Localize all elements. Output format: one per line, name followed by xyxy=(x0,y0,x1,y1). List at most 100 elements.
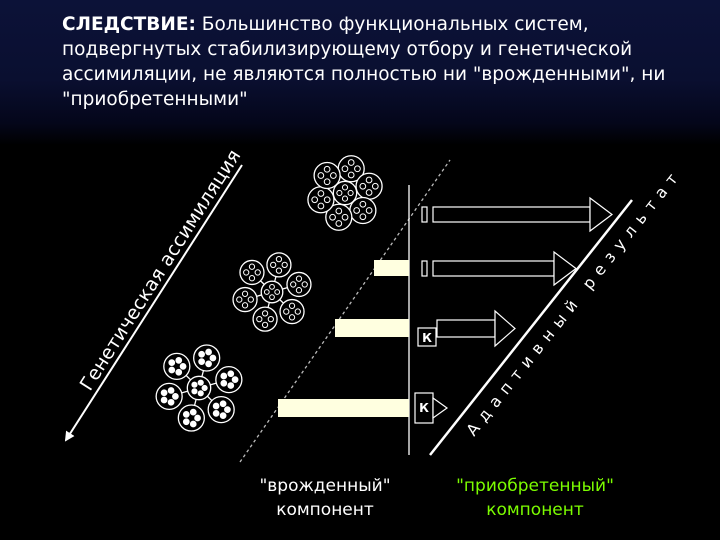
cluster-dot xyxy=(161,390,167,396)
functional-system-clusters xyxy=(156,156,382,431)
innate-component-label: "врожденный" компонент xyxy=(225,474,425,522)
cluster-dot xyxy=(168,399,174,405)
cluster-dot xyxy=(276,256,281,261)
cluster-dot xyxy=(264,290,269,295)
innate-segment-1 xyxy=(422,207,427,222)
cluster-dot xyxy=(342,166,348,172)
adaptive-result-label: Адаптивный результат xyxy=(462,164,686,439)
cluster-dot xyxy=(199,359,205,365)
cluster-dot xyxy=(169,360,175,366)
cluster-dot xyxy=(318,191,324,197)
cluster-dot xyxy=(192,382,197,387)
cluster-dot xyxy=(296,288,301,293)
cluster-dot xyxy=(173,394,179,400)
cluster-dot xyxy=(202,385,207,390)
cluster-dot xyxy=(206,361,212,367)
cluster-dot xyxy=(366,190,372,196)
cluster-dot xyxy=(289,315,294,320)
cluster-dot xyxy=(324,166,330,172)
cluster-dot xyxy=(296,276,301,281)
cluster-dot xyxy=(324,197,330,203)
cluster-dot xyxy=(237,297,242,302)
cluster-dot xyxy=(198,391,203,396)
component-row-3: К xyxy=(335,311,515,346)
cluster-dot xyxy=(336,208,342,214)
cluster-dot xyxy=(262,322,267,327)
component-row-1 xyxy=(422,198,612,231)
cluster-dot xyxy=(190,409,196,415)
cluster-dot xyxy=(221,373,227,379)
cluster-dot xyxy=(198,380,203,385)
cluster-dot xyxy=(195,415,201,421)
cluster-dot xyxy=(176,369,182,375)
cluster-dot xyxy=(342,185,347,190)
cluster-dot xyxy=(271,262,276,267)
cluster-dot xyxy=(268,316,273,321)
cluster-dot xyxy=(228,371,234,377)
k-label-lower: К xyxy=(419,401,429,415)
cluster-dot xyxy=(199,351,205,357)
cluster-dot xyxy=(336,221,342,227)
cluster-dot xyxy=(302,282,307,287)
cluster-dot xyxy=(180,363,186,369)
cluster-dot xyxy=(210,355,216,361)
component-row-2 xyxy=(374,252,576,285)
cluster-dot xyxy=(355,166,361,172)
acquired-component-label: "приобретенный" компонент xyxy=(420,474,650,522)
cluster-dot xyxy=(318,173,324,179)
cluster-dot xyxy=(318,203,324,209)
acquired-arrowhead-2 xyxy=(554,252,576,285)
acquired-quote: "приобретенный" xyxy=(420,474,650,498)
cluster-dot xyxy=(249,264,254,269)
cluster-dot xyxy=(337,190,342,195)
cluster-dot xyxy=(244,270,249,275)
acquired-bar-1 xyxy=(433,207,590,222)
cluster-dot xyxy=(348,160,354,166)
cluster-dot xyxy=(206,349,212,355)
cluster-dot xyxy=(282,262,287,267)
cluster-dot xyxy=(190,421,196,427)
cluster-dot xyxy=(161,397,167,403)
cluster-dot xyxy=(257,316,262,321)
cluster-dot xyxy=(348,172,354,178)
innate-bar-4 xyxy=(278,399,409,417)
cluster-dot xyxy=(225,407,231,413)
cluster-dot xyxy=(360,214,366,220)
cluster-dot xyxy=(354,208,360,214)
acquired-arrowhead-4 xyxy=(433,398,447,418)
cluster-dot xyxy=(372,183,378,189)
cluster-dot xyxy=(176,358,182,364)
acquired-bar-2 xyxy=(433,261,554,276)
cluster-dot xyxy=(213,403,219,409)
cluster-dot xyxy=(366,177,372,183)
innate-quote: "врожденный" xyxy=(225,474,425,498)
cluster-dot xyxy=(330,173,336,179)
innate-component-word: компонент xyxy=(225,498,425,522)
cluster-dot xyxy=(275,290,280,295)
cluster-dot xyxy=(330,214,336,220)
cluster-dot xyxy=(312,197,318,203)
cluster-dot xyxy=(183,419,189,425)
acquired-arrowhead-3 xyxy=(495,311,515,346)
cluster-dot xyxy=(342,196,347,201)
k-label-upper: К xyxy=(422,331,432,345)
cluster-dot xyxy=(183,412,189,418)
cluster-dot xyxy=(255,270,260,275)
cluster-dot xyxy=(270,284,275,289)
cluster-dot xyxy=(221,380,227,386)
acquired-arrowhead-1 xyxy=(590,198,612,231)
cluster-dot xyxy=(242,303,247,308)
cluster-dot xyxy=(284,309,289,314)
cluster-dot xyxy=(342,214,348,220)
innate-segment-2 xyxy=(422,261,427,276)
cluster-dot xyxy=(213,410,219,416)
component-row-4: К xyxy=(278,393,447,423)
cluster-dot xyxy=(324,179,330,185)
cluster-dot xyxy=(291,282,296,287)
cluster-dot xyxy=(220,401,226,407)
cluster-dot xyxy=(289,303,294,308)
cluster-dot xyxy=(242,291,247,296)
cluster-dot xyxy=(169,367,175,373)
